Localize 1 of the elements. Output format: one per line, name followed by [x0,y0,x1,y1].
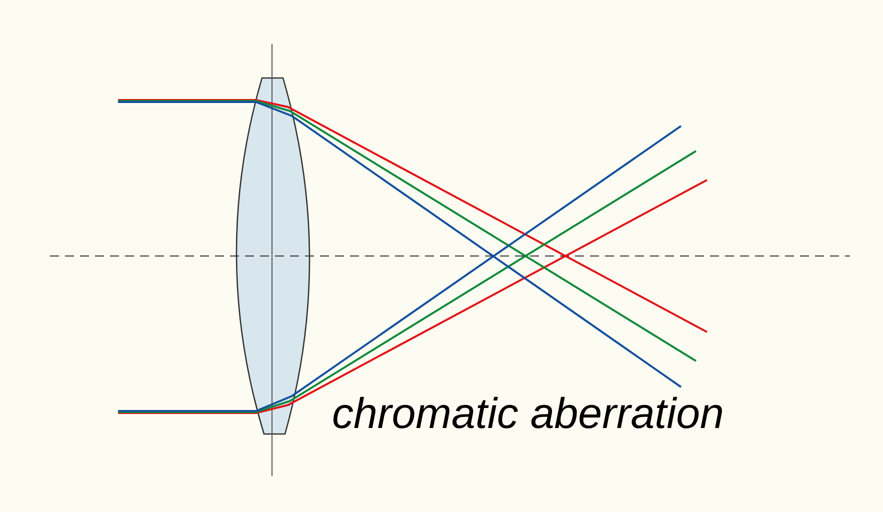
diagram-label: chromatic aberration [332,393,724,436]
